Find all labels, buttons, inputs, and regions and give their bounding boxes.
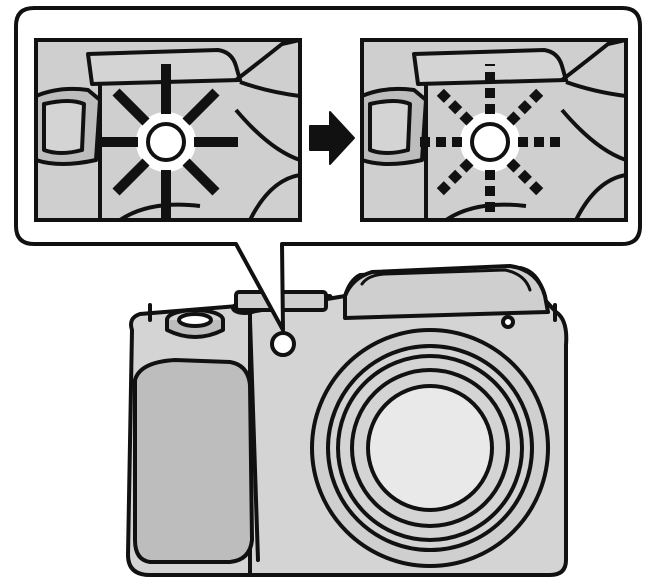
lamp-lit-rays (96, 64, 238, 218)
camera-icon (126, 264, 569, 577)
front-sensor (501, 315, 515, 329)
lamp-blinking-ring (470, 122, 510, 162)
dash-ray-se (506, 158, 544, 196)
ray-nw (112, 88, 150, 126)
lens (310, 328, 550, 568)
panel-lamp-blinking-frame (360, 38, 628, 222)
ray-sw (112, 158, 150, 196)
dash-ray-nw (436, 88, 474, 126)
panel-lamp-lit (34, 38, 302, 222)
lamp-blinking-rays (418, 64, 562, 218)
lamp-blinking-icon (418, 64, 562, 218)
panel-lamp-blinking (360, 38, 628, 222)
dash-ray-ne (506, 88, 544, 126)
af-lamp (270, 331, 296, 357)
panel-lamp-lit-frame (34, 38, 302, 222)
grip-panel (133, 358, 254, 564)
arrow-right-icon (309, 111, 355, 165)
lamp-lit-icon (96, 64, 238, 218)
viewfinder-hump (343, 264, 550, 320)
ray-ne (182, 88, 220, 126)
dash-ray-sw (436, 158, 474, 196)
lamp-lit-ring (146, 122, 186, 162)
lens-glass (366, 384, 494, 512)
ray-se (182, 158, 220, 196)
